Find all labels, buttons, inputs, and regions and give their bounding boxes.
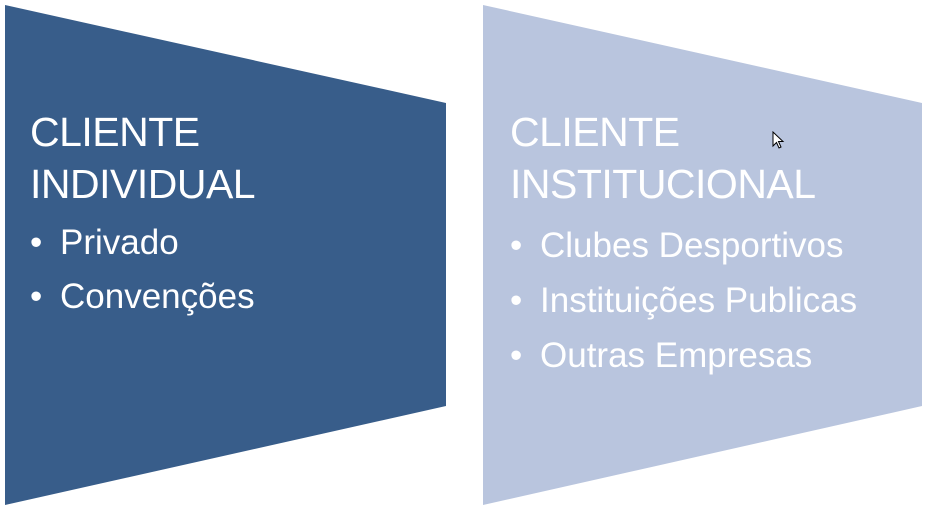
list-item: • Privado	[30, 216, 255, 270]
block-title: CLIENTE INDIVIDUAL	[30, 106, 256, 210]
item-label: Clubes Desportivos	[540, 226, 844, 265]
item-label: Outras Empresas	[540, 336, 813, 375]
left-trapezoid-shape	[5, 5, 446, 505]
title-line: INSTITUCIONAL	[510, 161, 816, 207]
bullet-icon: •	[510, 336, 523, 375]
bullet-icon: •	[510, 226, 523, 265]
title-line: CLIENTE	[30, 109, 200, 155]
title-line: INDIVIDUAL	[30, 161, 256, 207]
right-trapezoid-shape	[483, 5, 922, 505]
bullet-icon: •	[30, 277, 43, 316]
item-list: • Clubes Desportivos • Instituições Public…	[510, 218, 857, 383]
block-title: CLIENTE INSTITUCIONAL	[510, 106, 857, 210]
list-item: • Instituições Publicas	[510, 273, 857, 328]
item-label: Instituições Publicas	[540, 281, 858, 320]
title-line: CLIENTE	[510, 109, 680, 155]
client-individual-block: CLIENTE INDIVIDUAL • Privado • Convenções	[30, 106, 256, 324]
item-label: Privado	[60, 223, 179, 262]
client-institutional-block: CLIENTE INSTITUCIONAL • Clubes Desportivo…	[510, 106, 857, 383]
list-item: • Outras Empresas	[510, 328, 857, 383]
bullet-icon: •	[510, 281, 523, 320]
item-label: Convenções	[60, 277, 255, 316]
item-list: • Privado • Convenções	[30, 216, 255, 324]
mouse-cursor-icon	[772, 131, 785, 149]
list-item: • Convenções	[30, 270, 255, 324]
bullet-icon: •	[30, 223, 43, 262]
list-item: • Clubes Desportivos	[510, 218, 857, 273]
